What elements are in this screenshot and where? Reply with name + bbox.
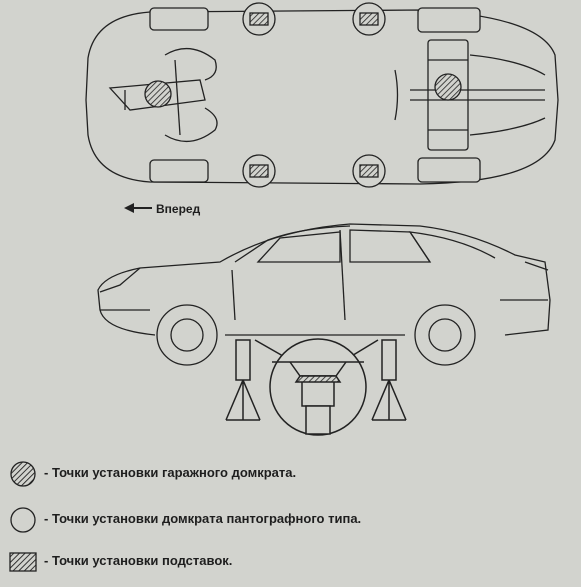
legend-item-pantograph-jack: - Точки установки домкрата пантографного… [8, 505, 568, 535]
stand-points-top [242, 2, 386, 188]
rear-wheel-side [414, 304, 476, 366]
forward-label: Вперед [156, 202, 201, 216]
rear-left-wheel [417, 7, 481, 33]
car-body-side [97, 223, 551, 336]
front-wheel-side [156, 304, 218, 366]
legend-item-stands: - Точки установки подставок. [8, 547, 568, 577]
rear-right-wheel [417, 157, 481, 183]
legend-item-garage-jack: - Точки установки гаражного домкрата. [8, 459, 568, 489]
roof-line [234, 225, 351, 263]
support-stand-rear [371, 339, 407, 421]
legend-text: - Точки установки подставок. [44, 553, 233, 568]
garage-jack-points-top [144, 73, 462, 108]
front-left-wheel [149, 7, 209, 31]
legend-text: - Точки установки домкрата пантографного… [44, 511, 362, 526]
empty-circle-icon [10, 507, 36, 533]
hatched-rectangle-icon [249, 164, 269, 178]
legend-text: - Точки установки гаражного домкрата. [44, 465, 297, 480]
hatched-rectangle-icon [249, 12, 269, 26]
diagram-canvas [85, 2, 559, 436]
forward-arrow-icon [124, 203, 152, 213]
side-view [97, 223, 551, 366]
top-view [85, 7, 559, 185]
hatched-circle-icon [434, 73, 462, 101]
hatched-rectangle-icon [359, 12, 379, 26]
hatched-circle-icon [10, 461, 36, 487]
hatched-rectangle-icon [9, 552, 37, 572]
hatched-circle-icon [144, 80, 172, 108]
support-stand-front [225, 339, 261, 421]
rear-axle [410, 89, 545, 101]
hatched-rectangle-icon [359, 164, 379, 178]
stand-detail-inset [254, 338, 379, 436]
front-subframe [108, 79, 206, 111]
front-right-wheel [149, 159, 209, 183]
